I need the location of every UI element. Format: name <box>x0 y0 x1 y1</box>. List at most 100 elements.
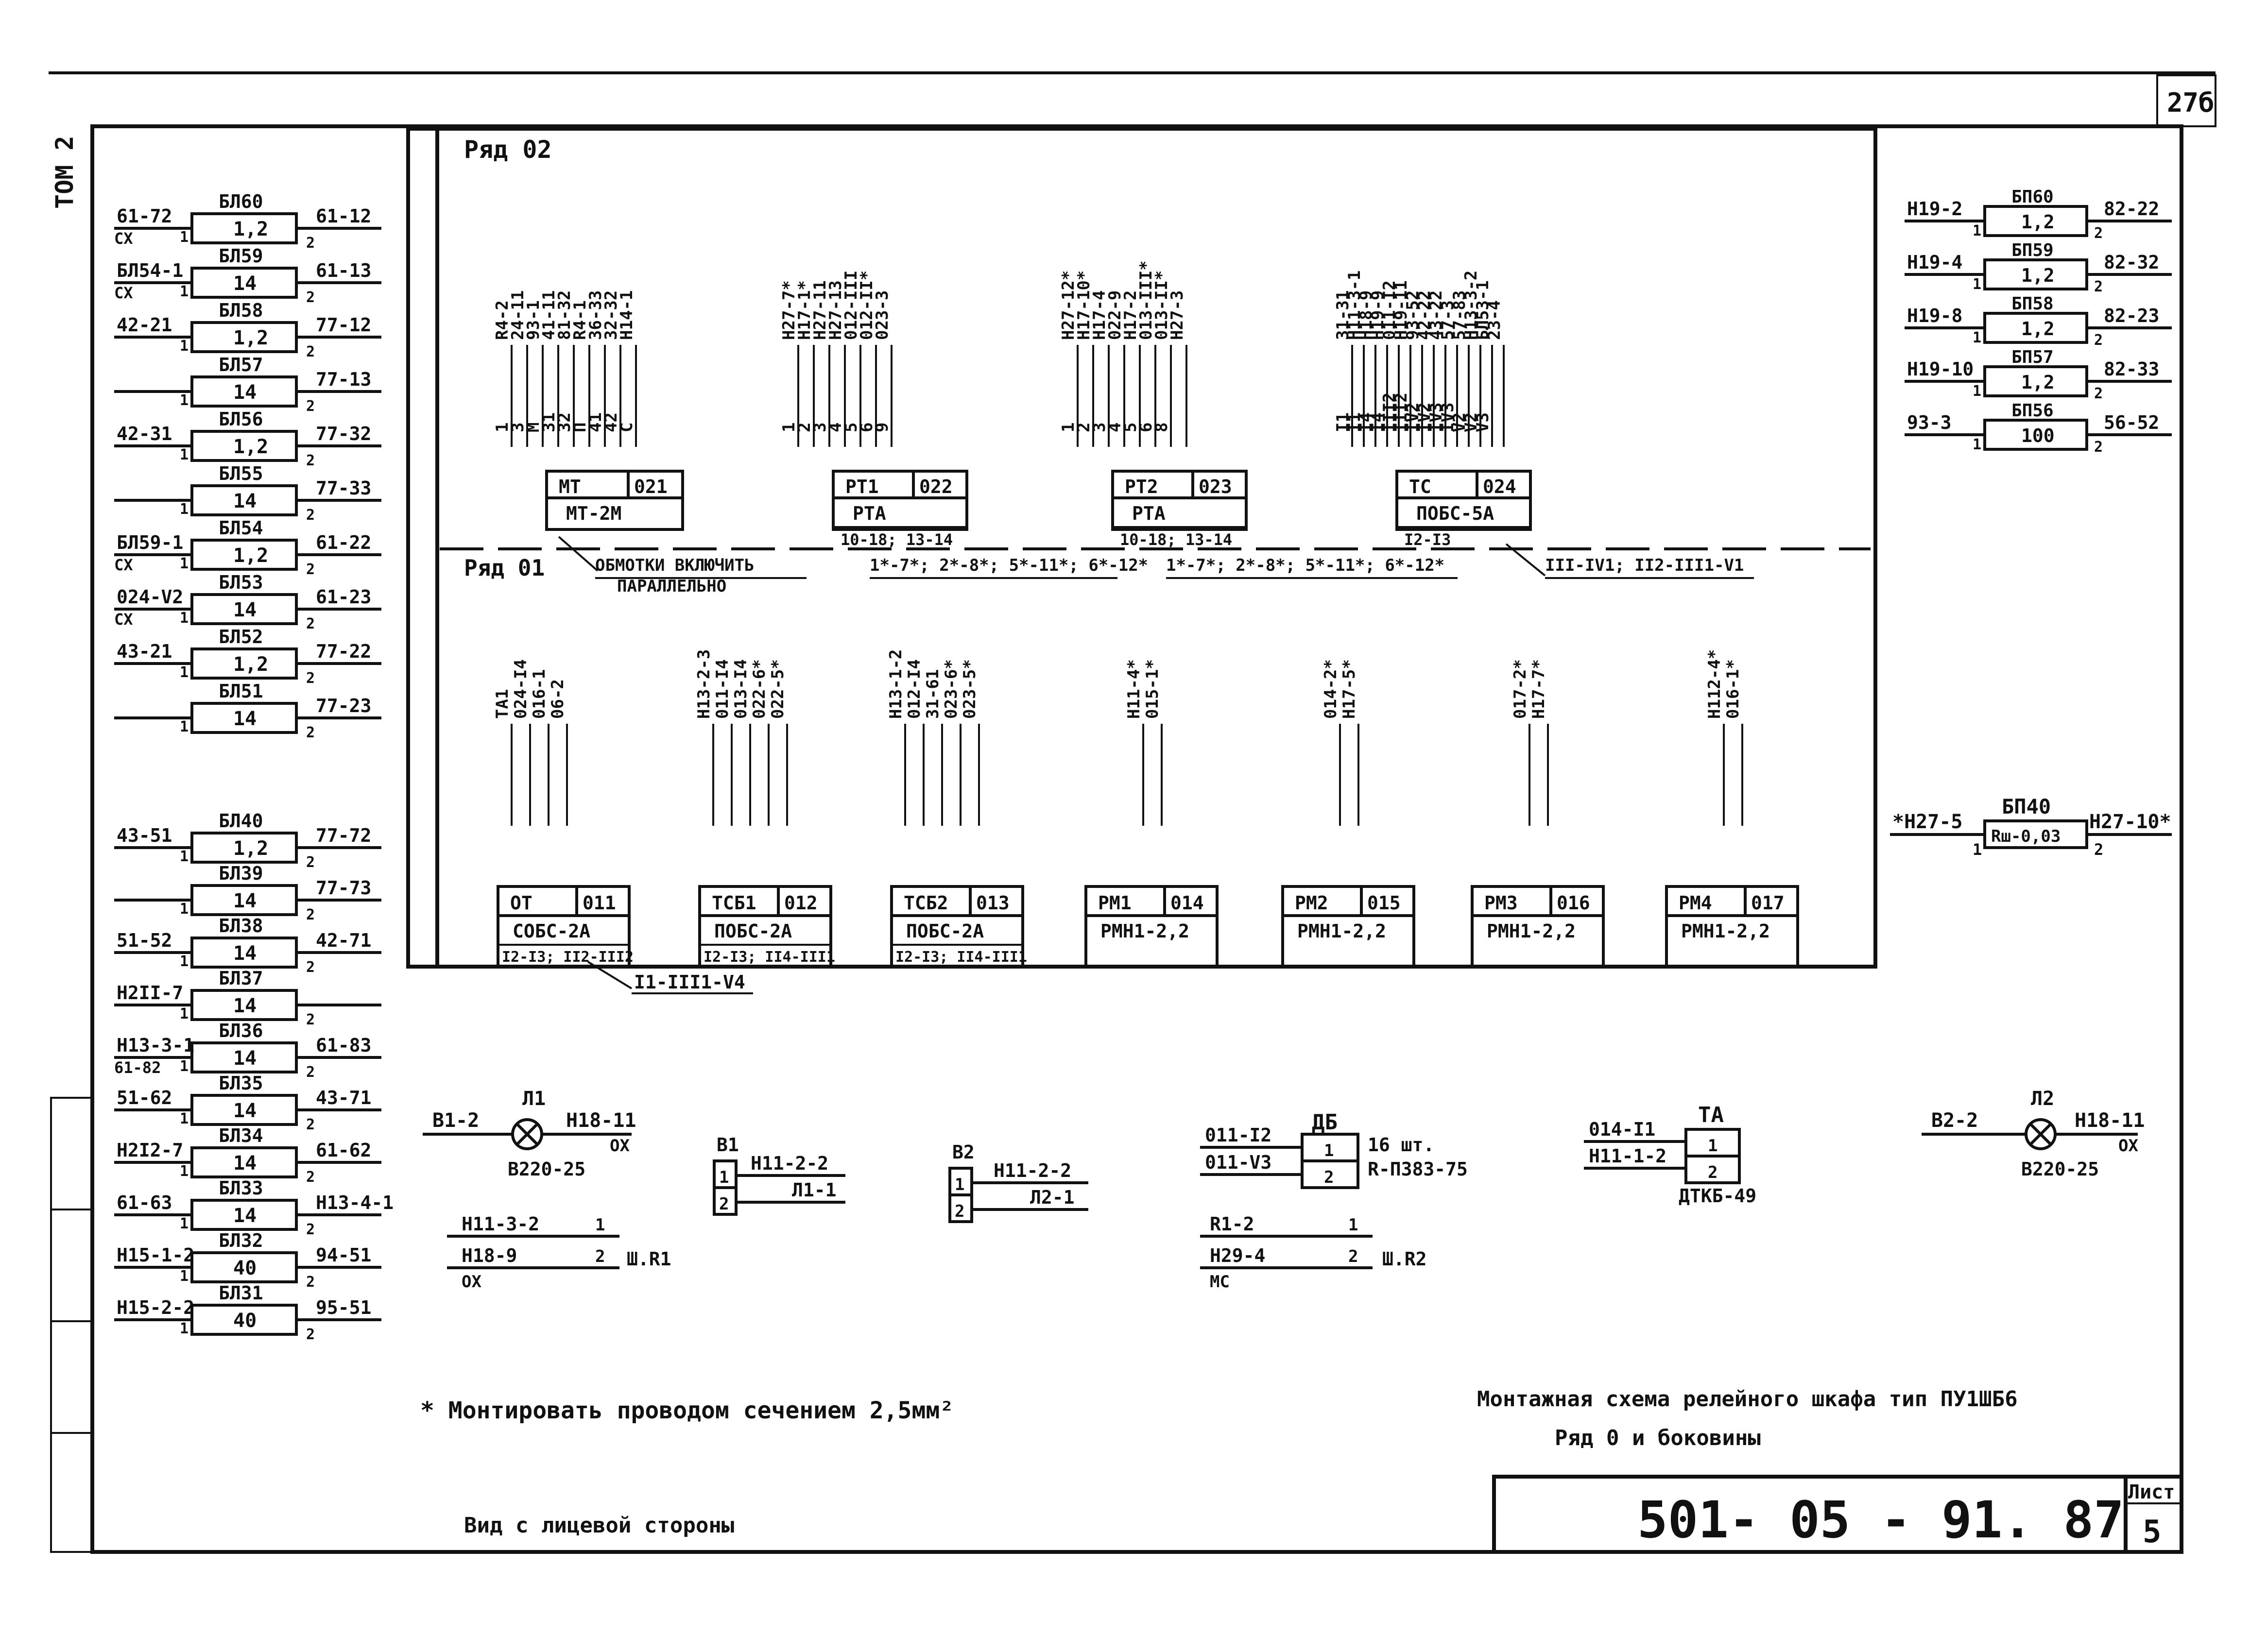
device-sub: I2-I3; II4-III1 <box>895 949 1027 966</box>
wire-label: Н13-3-2 <box>1461 271 1481 340</box>
wire-left: 93-3 <box>1907 412 1952 433</box>
wire-left-sub: 61-82 <box>114 1058 161 1077</box>
block-name: БЛ59 <box>219 245 263 267</box>
device-pos: 012 <box>784 892 818 914</box>
wire-label: 012-II* <box>857 271 876 340</box>
svg-text:1*-7*; 2*-8*; 5*-11*; 6*-12*: 1*-7*; 2*-8*; 5*-11*; 6*-12* <box>870 556 1148 575</box>
device-sub: I2-I3 <box>1404 530 1451 549</box>
device-body <box>890 885 1024 968</box>
device-pos: 024 <box>1483 476 1516 497</box>
wire-label: 017-2* <box>1511 659 1530 719</box>
relay-device: Н27-7*Н17-1*Н27-11Н27-13012-III012-II*02… <box>779 271 968 549</box>
svg-text:1: 1 <box>180 848 189 865</box>
svg-text:1: 1 <box>1324 1141 1334 1160</box>
wire-left: Н19-10 <box>1907 358 1974 380</box>
block-value: 14 <box>233 381 257 404</box>
device-body <box>1471 885 1605 968</box>
terminal-label: 1 <box>779 423 799 432</box>
block-value: 1,2 <box>2021 372 2055 393</box>
wire-left: 42-31 <box>117 423 172 444</box>
wire-label: 43-22 <box>1426 290 1446 340</box>
device-type: РТА <box>853 503 886 524</box>
wire-label: 013-II* <box>1152 271 1171 340</box>
device-pos: 013 <box>976 892 1010 914</box>
drawing-code: 501- 05 - 91. 87 <box>1637 1490 2124 1550</box>
device-body <box>1395 470 1532 531</box>
svg-text:В1-2: В1-2 <box>432 1109 479 1132</box>
transformer-ta: ТА 1 2 014-I1 Н11-1-2 ДТКБ-49 <box>1584 1103 1756 1207</box>
terminal-label: III2 <box>1380 392 1399 432</box>
device-type: РМН1-2,2 <box>1681 920 1770 942</box>
svg-text:1: 1 <box>180 901 189 918</box>
wire-label: 014-2* <box>1321 659 1340 719</box>
svg-text:2: 2 <box>306 615 315 632</box>
terminal-label: 3 <box>810 423 830 432</box>
terminal-label: 1 <box>493 423 512 432</box>
wire-left: 43-21 <box>117 641 172 662</box>
lamp-l2: Л2 В2-2 Н18-11 ОХ В220-25 <box>1922 1088 2145 1180</box>
svg-text:2: 2 <box>306 398 315 415</box>
wire-left: БЛ59-1 <box>117 532 183 553</box>
terminal-label: 42 <box>601 412 621 432</box>
svg-text:2: 2 <box>306 343 315 360</box>
device-code: ТСБ2 <box>904 892 948 914</box>
wire-label: 016-1* <box>1723 659 1743 719</box>
wire-right: 61-83 <box>316 1035 371 1056</box>
wire-right: 82-32 <box>2104 252 2159 273</box>
svg-text:1: 1 <box>180 555 189 572</box>
wire-label: 57-83 <box>1450 290 1469 340</box>
device-code: ТСБ1 <box>712 892 756 914</box>
drawing-subtitle: Ряд 0 и боковины <box>1555 1426 1761 1450</box>
block-value: 14 <box>233 708 257 730</box>
block-name: БЛ53 <box>219 572 263 593</box>
wire-label: Н11-4* <box>1124 659 1144 719</box>
terminal-label: 1 <box>1059 423 1078 432</box>
wire-label: 41-11 <box>539 290 559 340</box>
svg-text:Н18-11: Н18-11 <box>566 1109 636 1132</box>
device-sub: 10-18; 13-14 <box>841 530 953 549</box>
svg-text:1: 1 <box>180 1268 189 1285</box>
svg-text:2: 2 <box>306 1274 315 1291</box>
wire-label: 013-I4 <box>731 659 751 719</box>
svg-text:*Н27-5: *Н27-5 <box>1892 811 1963 833</box>
block-name: БЛ60 <box>219 191 263 212</box>
svg-text:1: 1 <box>180 392 189 409</box>
block-value: 14 <box>233 942 257 965</box>
drawing-title: Монтажная схема релейного шкафа тип ПУ1Ш… <box>1477 1387 2018 1412</box>
svg-text:014-I1: 014-I1 <box>1589 1119 1655 1140</box>
wire-left: 51-62 <box>117 1087 172 1108</box>
svg-text:Н18-11: Н18-11 <box>2075 1109 2145 1132</box>
wire-label: 81-32 <box>555 290 574 340</box>
terminal-label: 2 <box>795 423 814 432</box>
wire-left: Н15-1-2 <box>117 1244 194 1266</box>
device-code: ТС <box>1409 476 1431 497</box>
row-01-label: Ряд 01 <box>464 555 545 581</box>
svg-text:011-V3: 011-V3 <box>1205 1152 1271 1173</box>
block-name: БП58 <box>2011 294 2054 314</box>
terminal-label: С <box>617 423 636 432</box>
lamp-l1: Л1 В1-2 Н18-11 ОХ В220-25 <box>423 1088 636 1180</box>
wire-right: 61-62 <box>316 1140 371 1161</box>
row-02-label: Ряд 02 <box>464 136 552 164</box>
svg-text:ПАРАЛЛЕЛЬНО: ПАРАЛЛЕЛЬНО <box>617 577 726 596</box>
wire-right: 77-22 <box>316 641 371 662</box>
footnote: * Монтировать проводом сечением 2,5мм² <box>420 1397 954 1424</box>
terminal-label: 3 <box>1090 423 1109 432</box>
block-name: БЛ33 <box>219 1177 263 1199</box>
device-pos: 016 <box>1557 892 1590 914</box>
svg-text:МС: МС <box>1210 1272 1230 1292</box>
svg-text:1: 1 <box>1973 276 1981 293</box>
device-pos: 023 <box>1199 476 1232 497</box>
